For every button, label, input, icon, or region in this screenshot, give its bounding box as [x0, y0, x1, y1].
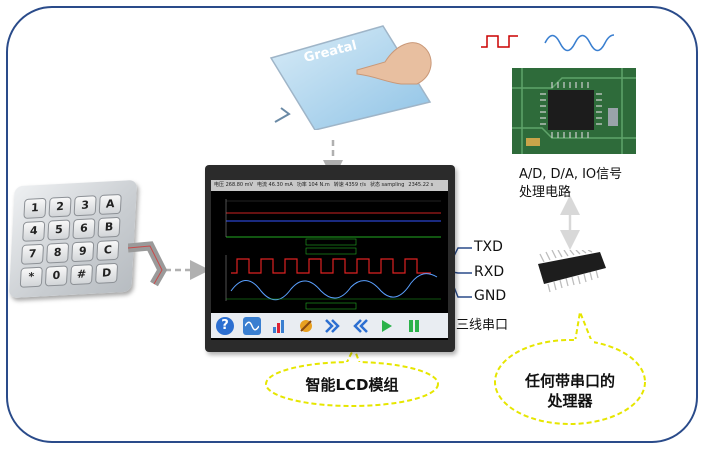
keypad-key: 2: [48, 196, 72, 218]
status-item: 转速 4359 r/s: [333, 182, 366, 188]
keypad-key: 8: [46, 242, 70, 264]
keypad-key: B: [97, 216, 121, 238]
sine-wave-icon: [544, 34, 615, 52]
keypad-key: 7: [20, 243, 45, 265]
keypad-key: 6: [72, 218, 96, 240]
keypad-key: #: [69, 264, 94, 286]
processor-caption-line1: 任何带串口的: [524, 372, 615, 390]
keypad-key: D: [95, 262, 119, 284]
keypad-key: 5: [47, 219, 71, 241]
keypad-key: 9: [71, 241, 95, 263]
fast-forward-icon[interactable]: [324, 317, 342, 335]
processor-caption-line2: 处理器: [547, 392, 593, 410]
status-item: 功率 104 N.m: [296, 182, 330, 188]
pause-icon[interactable]: [405, 317, 423, 335]
lcd-status-bar: 电压 268.80 mV 电流 46.30 mA 功率 104 N.m 转速 4…: [211, 180, 448, 191]
io-block-line2: 处理电路: [519, 185, 572, 200]
keypad-key: 0: [44, 265, 68, 287]
lcd-toolbar: ?: [211, 313, 448, 338]
wire-note-label: 三线串口: [456, 318, 509, 333]
status-item: 2345.22 s: [408, 182, 434, 188]
status-item: 电压 268.80 mV: [214, 182, 253, 188]
waveform-icon[interactable]: [243, 316, 261, 335]
keypad-key: 1: [23, 197, 47, 219]
lcd-waveforms: [225, 199, 441, 310]
processor-bubble: [494, 339, 646, 425]
gnd-label: GND: [474, 288, 507, 304]
hand-icon: [356, 42, 432, 85]
rewind-icon[interactable]: [351, 317, 369, 335]
square-wave-icon: [481, 35, 518, 48]
ribbon-cable: [128, 241, 168, 287]
tools-icon[interactable]: [297, 317, 315, 335]
status-item: 状态 sampling: [369, 182, 405, 188]
circuit-board-image: [512, 68, 636, 154]
outer-frame: [6, 6, 698, 443]
bar-chart-icon[interactable]: [270, 317, 288, 335]
help-icon[interactable]: ?: [216, 316, 234, 335]
keypad-key: A: [98, 193, 122, 215]
rxd-label: RXD: [474, 264, 505, 280]
status-item: 电流 46.30 mA: [256, 182, 293, 188]
lcd-module-caption: 智能LCD模组: [305, 376, 399, 394]
keypad-key: *: [19, 266, 43, 288]
txd-label: TXD: [474, 239, 503, 255]
play-icon[interactable]: [378, 317, 396, 335]
keypad-key: 3: [73, 195, 97, 217]
io-block-line1: A/D, D/A, IO信号: [519, 167, 623, 182]
keypad-key: 4: [22, 220, 46, 242]
touch-panel-image: Greatal: [269, 25, 432, 130]
serial-chip-image: [538, 250, 606, 293]
keypad-key: C: [96, 239, 120, 261]
